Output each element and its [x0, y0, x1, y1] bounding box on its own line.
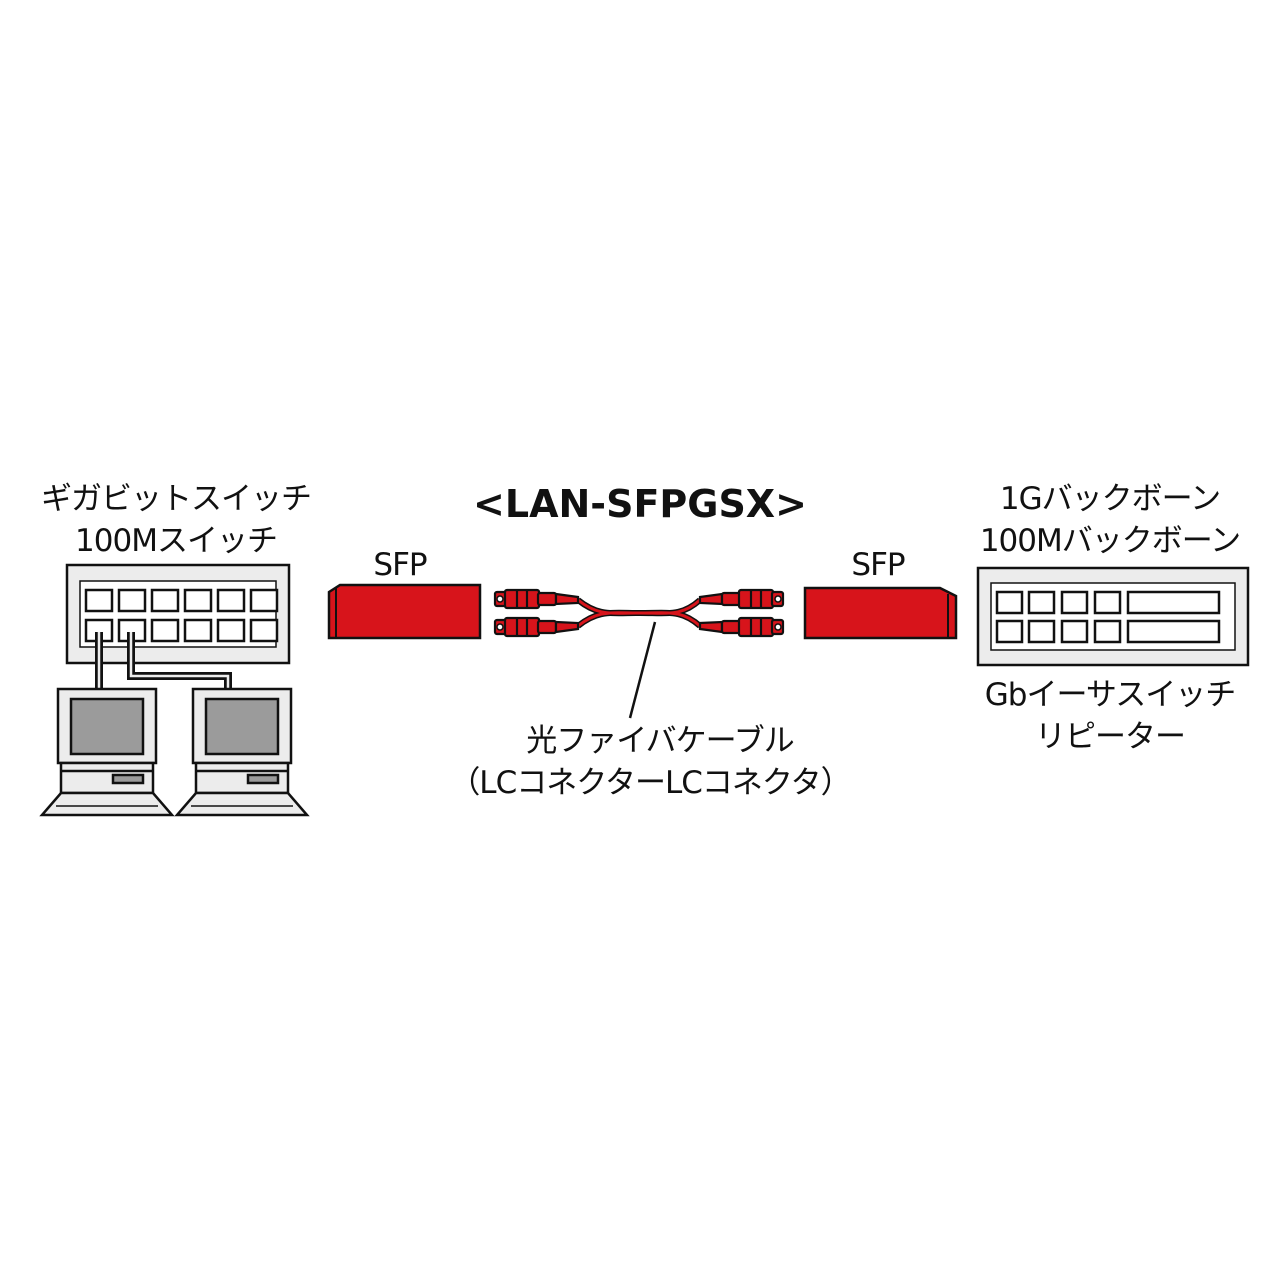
sfp-left-label: SFP: [373, 547, 427, 583]
right-device-label-bottom-line1: Gbイーサスイッチ: [984, 677, 1236, 713]
right-device-label-top-line2: 100Mバックボーン: [979, 523, 1241, 559]
sfp-module-right: [803, 586, 958, 640]
left-switch-icon: [65, 563, 291, 665]
sfp-right-label: SFP: [851, 547, 905, 583]
pc-icon: [174, 687, 310, 817]
cable-leader-line: [628, 621, 657, 719]
cable-label-line2: （LCコネクターLCコネクタ）: [449, 765, 851, 801]
right-device-label-top-line1: 1Gバックボーン: [999, 481, 1221, 517]
fiber-cable: [576, 597, 702, 629]
left-device-label-line1: ギガビットスイッチ: [41, 481, 312, 517]
left-device-label-line2: 100Mスイッチ: [75, 523, 278, 559]
diagram-title: <LAN-SFPGSX>: [473, 482, 807, 526]
lc-connector-left: [493, 588, 580, 638]
right-device-label-bottom-line2: リピーター: [1035, 719, 1186, 755]
cable-label-line1: 光ファイバケーブル: [526, 723, 795, 759]
right-switch-icon: [976, 566, 1250, 667]
pc-icon: [39, 687, 175, 817]
lc-connector-right: [698, 588, 785, 638]
sfp-module-left: [327, 583, 482, 640]
